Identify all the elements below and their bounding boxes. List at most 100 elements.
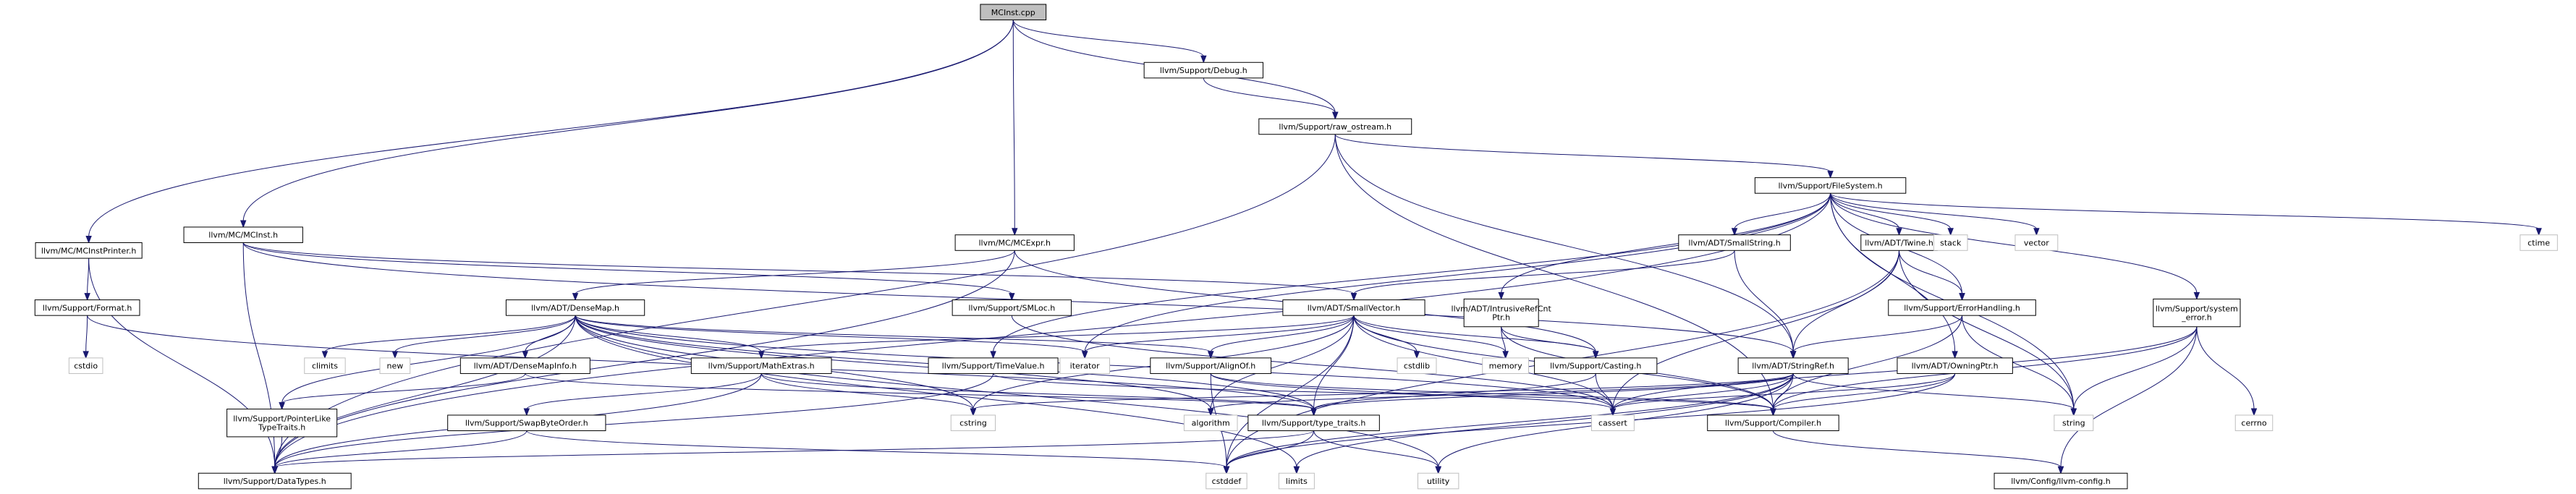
include-edge	[1772, 430, 2064, 474]
graph-node-llvm-support-mathextras-h[interactable]: llvm/Support/MathExtras.h	[690, 357, 832, 374]
include-edge	[391, 315, 576, 359]
graph-node-label: llvm/Support/Debug.h	[1160, 66, 1247, 75]
graph-node-cstddef: cstddef	[1206, 472, 1247, 490]
graph-node-iterator: iterator	[1059, 357, 1110, 374]
graph-node-label: new	[386, 362, 403, 371]
graph-node-llvm-support-errorhandling-h[interactable]: llvm/Support/ErrorHandling.h	[1888, 299, 2036, 316]
include-edge	[1899, 250, 1965, 301]
graph-node-llvm-adt-densemap-h[interactable]: llvm/ADT/DenseMap.h	[505, 299, 645, 316]
graph-node-llvm-support-type-traits-h[interactable]: llvm/Support/type_traits.h	[1247, 414, 1380, 432]
graph-node-llvm-config-llvm-config-h[interactable]: llvm/Config/llvm-config.h	[1994, 472, 2128, 490]
graph-node-label: TypeTraits.h	[258, 423, 305, 433]
graph-node-algorithm: algorithm	[1183, 414, 1238, 432]
graph-node-label: llvm/Support/Casting.h	[1550, 362, 1641, 371]
graph-node-mcinst-cpp[interactable]: MCInst.cpp	[980, 4, 1047, 21]
graph-node-label: stack	[1940, 239, 1962, 248]
include-edge	[82, 315, 89, 359]
include-edge	[1012, 20, 1018, 237]
graph-node-llvm-adt-smallvector-h[interactable]: llvm/ADT/SmallVector.h	[1282, 299, 1425, 316]
graph-node-label: llvm/Support/raw_ostream.h	[1279, 122, 1391, 132]
include-edge	[1789, 250, 1900, 359]
include-edge	[1210, 373, 1776, 417]
graph-node-label: utility	[1427, 477, 1450, 486]
include-edge	[526, 430, 1230, 474]
graph-node-label: llvm/Config/llvm-config.h	[2011, 477, 2111, 486]
graph-node-memory: memory	[1482, 357, 1530, 374]
include-edge	[2057, 326, 2198, 474]
graph-node-llvm-support-raw-ostream-h[interactable]: llvm/Support/raw_ostream.h	[1258, 118, 1412, 135]
include-edge	[88, 258, 278, 474]
graph-node-label: llvm/Support/PointerLike	[233, 414, 331, 424]
include-edge	[1501, 326, 1599, 359]
include-edge	[1830, 192, 2542, 237]
graph-node-llvm-adt-stringref-h[interactable]: llvm/ADT/StringRef.h	[1737, 357, 1849, 374]
graph-node-llvm-support-compiler-h[interactable]: llvm/Support/Compiler.h	[1707, 414, 1839, 432]
graph-node-label: llvm/ADT/DenseMap.h	[531, 303, 619, 312]
graph-node-llvm-support-filesystem-h[interactable]: llvm/Support/FileSystem.h	[1754, 177, 1907, 194]
graph-node-label: llvm/Support/Compiler.h	[1725, 419, 1821, 428]
include-edge	[1734, 250, 1797, 359]
graph-node-label: llvm/Support/MathExtras.h	[708, 362, 815, 371]
include-edge	[242, 242, 278, 474]
graph-node-utility: utility	[1417, 472, 1459, 490]
graph-node-stack: stack	[1933, 234, 1968, 251]
include-edge	[1293, 373, 1794, 474]
include-edge	[1350, 250, 1735, 301]
graph-node-label: llvm/MC/MCInstPrinter.h	[41, 246, 136, 255]
graph-edges	[82, 20, 2542, 474]
include-edge	[321, 315, 576, 359]
graph-node-label: string	[2062, 419, 2085, 428]
include-edge	[1792, 373, 2077, 417]
include-edge	[1081, 315, 1355, 359]
graph-node-label: llvm/Support/DataTypes.h	[224, 477, 326, 486]
include-edge	[1207, 373, 1794, 417]
include-edge	[1203, 77, 1339, 120]
graph-node-label: llvm/Support/TimeValue.h	[942, 362, 1045, 371]
graph-node-llvm-support-casting-h[interactable]: llvm/Support/Casting.h	[1534, 357, 1658, 374]
include-edge	[1334, 134, 1834, 179]
graph-node-label: algorithm	[1192, 419, 1230, 428]
graph-node-label: Ptr.h	[1492, 313, 1510, 323]
graph-node-llvm-mc-mcinst-h[interactable]: llvm/MC/MCInst.h	[183, 226, 303, 244]
include-edge	[760, 373, 1317, 417]
graph-node-label: cstddef	[1212, 477, 1242, 486]
graph-node-label: llvm/Support/SwapByteOrder.h	[465, 419, 588, 428]
graph-node-llvm-adt-owningptr-h[interactable]: llvm/ADT/OwningPtr.h	[1897, 357, 2013, 374]
graph-node-llvm-support-timevalue-h[interactable]: llvm/Support/TimeValue.h	[928, 357, 1059, 374]
include-edge	[1207, 315, 1355, 359]
graph-node-label: limits	[1286, 477, 1308, 486]
include-edge	[523, 373, 762, 417]
include-edge	[1899, 250, 2077, 417]
graph-node-llvm-support-swapbyteorder-h[interactable]: llvm/Support/SwapByteOrder.h	[447, 414, 606, 432]
include-edge	[1830, 193, 2200, 300]
graph-node-label: llvm/Support/system	[2156, 305, 2238, 314]
graph-node-label: cerrno	[2241, 419, 2266, 428]
include-edge	[758, 315, 1355, 359]
graph-node-llvm-adt-smallstring-h[interactable]: llvm/ADT/SmallString.h	[1678, 234, 1791, 251]
include-edge	[85, 20, 1014, 244]
include-edge	[1313, 430, 1441, 474]
graph-node-string: string	[2054, 414, 2094, 432]
graph-node-label: climits	[312, 362, 338, 371]
include-edge	[1012, 20, 1207, 64]
graph-nodes: MCInst.cpp llvm/Support/Debug.h llvm/Suppo…	[34, 4, 2558, 490]
graph-node-llvm-adt-densemapinfo-h[interactable]: llvm/ADT/DenseMapInfo.h	[459, 357, 590, 374]
include-edge	[575, 315, 1214, 359]
graph-node-llvm-support-smloc-h[interactable]: llvm/Support/SMLoc.h	[952, 299, 1072, 316]
graph-node-label: cassert	[1598, 419, 1628, 428]
graph-node-llvm-support-alignof-h[interactable]: llvm/Support/AlignOf.h	[1150, 357, 1272, 374]
graph-node-llvm-adt-twine-h[interactable]: llvm/ADT/Twine.h	[1860, 234, 1938, 251]
graph-node-label: llvm/MC/MCExpr.h	[978, 239, 1051, 248]
graph-node-label: llvm/Support/FileSystem.h	[1779, 181, 1883, 190]
graph-node-llvm-support-debug-h[interactable]: llvm/Support/Debug.h	[1143, 61, 1263, 79]
graph-node-llvm-support-system-error-h[interactable]: llvm/Support/system_error.h	[2153, 298, 2241, 328]
graph-node-llvm-mc-mcexpr-h[interactable]: llvm/MC/MCExpr.h	[954, 234, 1075, 251]
graph-node-llvm-mc-mcinstprinter-h[interactable]: llvm/MC/MCInstPrinter.h	[35, 242, 143, 259]
graph-node-label: llvm/MC/MCInst.h	[208, 231, 278, 240]
include-edge	[2070, 326, 2198, 417]
graph-node-llvm-support-datatypes-h[interactable]: llvm/Support/DataTypes.h	[198, 472, 352, 490]
graph-node-llvm-support-format-h[interactable]: llvm/Support/Format.h	[34, 299, 140, 316]
